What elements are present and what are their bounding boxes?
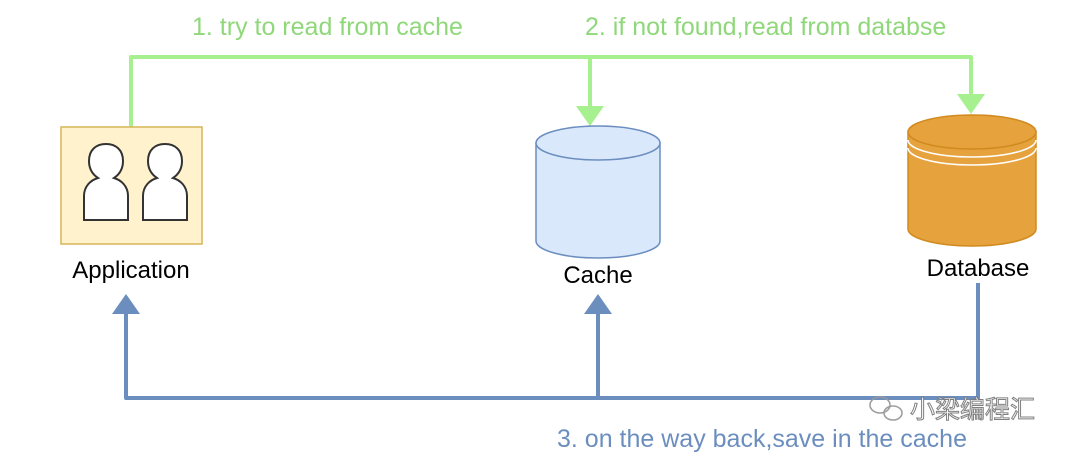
wechat-icon — [869, 396, 903, 421]
user-icon — [142, 142, 188, 221]
user-icon — [83, 142, 129, 221]
cache-node: Cache — [535, 125, 661, 289]
application-label: Application — [72, 257, 189, 284]
database-label: Database — [927, 255, 1030, 282]
cache-write-arrowhead — [584, 294, 612, 314]
write-back-connector — [124, 283, 980, 400]
cache-label: Cache — [563, 262, 632, 289]
step-2-label: 2. if not found,read from databse — [585, 13, 946, 41]
watermark: 小梁编程汇 — [869, 395, 1036, 425]
application-write-arrowhead — [112, 294, 140, 314]
database-read-arrowhead — [957, 94, 985, 114]
step-3-label: 3. on the way back,save in the cache — [557, 425, 967, 453]
application-node: Application — [60, 126, 203, 284]
database-node: Database — [907, 114, 1037, 282]
watermark-text: 小梁编程汇 — [910, 395, 1035, 424]
step-1-label: 1. try to read from cache — [192, 13, 463, 41]
cache-read-arrowhead — [576, 106, 604, 126]
cache-cylinder-icon — [535, 125, 661, 259]
read-flow-connector — [129, 55, 973, 127]
database-cylinder-icon — [907, 114, 1037, 247]
